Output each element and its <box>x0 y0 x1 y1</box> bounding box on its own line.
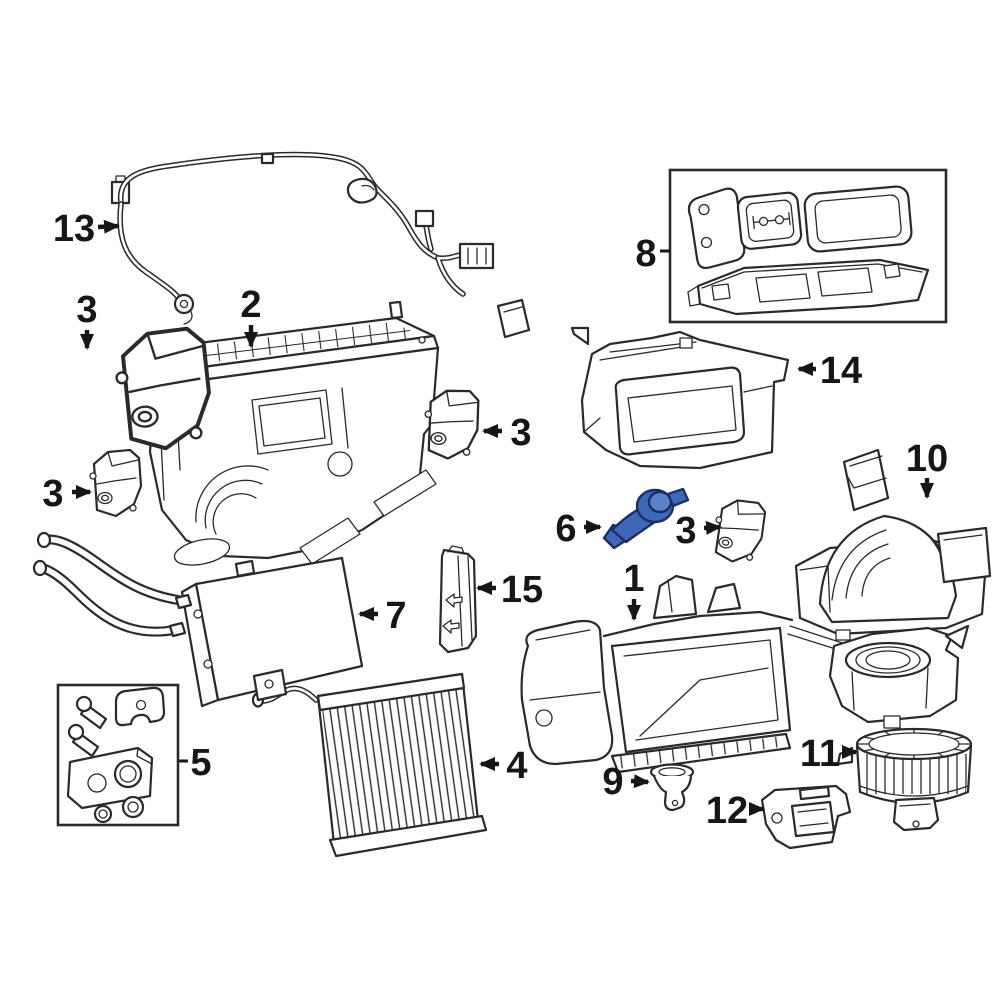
duct-adapter-kit <box>668 168 948 324</box>
callout-14: 14 <box>797 350 862 392</box>
callout-8: 8 <box>635 233 670 275</box>
temperature-sensor-highlighted <box>602 487 690 550</box>
callout-label: 6 <box>555 508 576 550</box>
callouts: 13 2 3 3 3 3 6 8 <box>42 208 948 832</box>
expansion-valve-kit <box>56 683 180 827</box>
blower-motor-with-fan <box>836 727 973 832</box>
actuator-lower-left <box>88 448 143 518</box>
evaporator-core <box>251 668 488 858</box>
lower-hvac-housing <box>520 574 970 774</box>
callout-3-lower-left: 3 <box>42 473 92 515</box>
drain-tube <box>649 763 695 812</box>
callout-label: 4 <box>506 745 527 787</box>
callout-label: 14 <box>820 350 862 392</box>
callout-label: 13 <box>53 208 95 250</box>
actuator-right <box>707 493 770 568</box>
callout-3-center: 3 <box>482 412 532 454</box>
air-inlet-housing <box>794 448 992 643</box>
callout-12: 12 <box>706 790 765 832</box>
callout-label: 12 <box>706 790 748 832</box>
callout-label: 3 <box>510 412 531 454</box>
callout-arrow <box>97 219 120 234</box>
mounting-bracket <box>438 545 478 654</box>
callout-label: 15 <box>501 569 543 611</box>
callout-label: 11 <box>800 733 840 775</box>
callout-label: 3 <box>76 289 97 331</box>
callout-5: 5 <box>179 742 212 784</box>
callout-10: 10 <box>906 438 948 499</box>
actuator-upper-left <box>112 326 213 452</box>
callout-arrow <box>630 774 650 789</box>
callout-3-right: 3 <box>675 510 722 552</box>
callout-3-upper-left: 3 <box>76 289 98 350</box>
callout-4: 4 <box>479 745 528 787</box>
callout-label: 2 <box>240 284 261 326</box>
blower-resistor <box>760 784 852 850</box>
callout-label: 9 <box>602 761 623 803</box>
callout-11: 11 <box>800 733 858 775</box>
callout-label: 5 <box>190 742 211 784</box>
callout-13: 13 <box>53 208 120 250</box>
callout-label: 7 <box>385 595 406 637</box>
callout-label: 10 <box>906 438 948 480</box>
callout-6: 6 <box>555 508 602 550</box>
callout-9: 9 <box>602 761 650 803</box>
callout-label: 1 <box>623 558 644 600</box>
callout-15: 15 <box>476 569 543 611</box>
callout-arrow <box>703 520 722 535</box>
callout-label: 3 <box>42 473 63 515</box>
callout-2: 2 <box>240 284 262 348</box>
distribution-duct-housing <box>570 326 790 470</box>
wiring-harness <box>110 151 531 339</box>
callout-7: 7 <box>358 595 407 637</box>
callout-1: 1 <box>623 558 645 621</box>
heater-core <box>32 531 364 708</box>
callout-label: 3 <box>675 510 696 552</box>
upper-case-assembly <box>126 300 440 566</box>
callout-label: 8 <box>635 233 656 275</box>
